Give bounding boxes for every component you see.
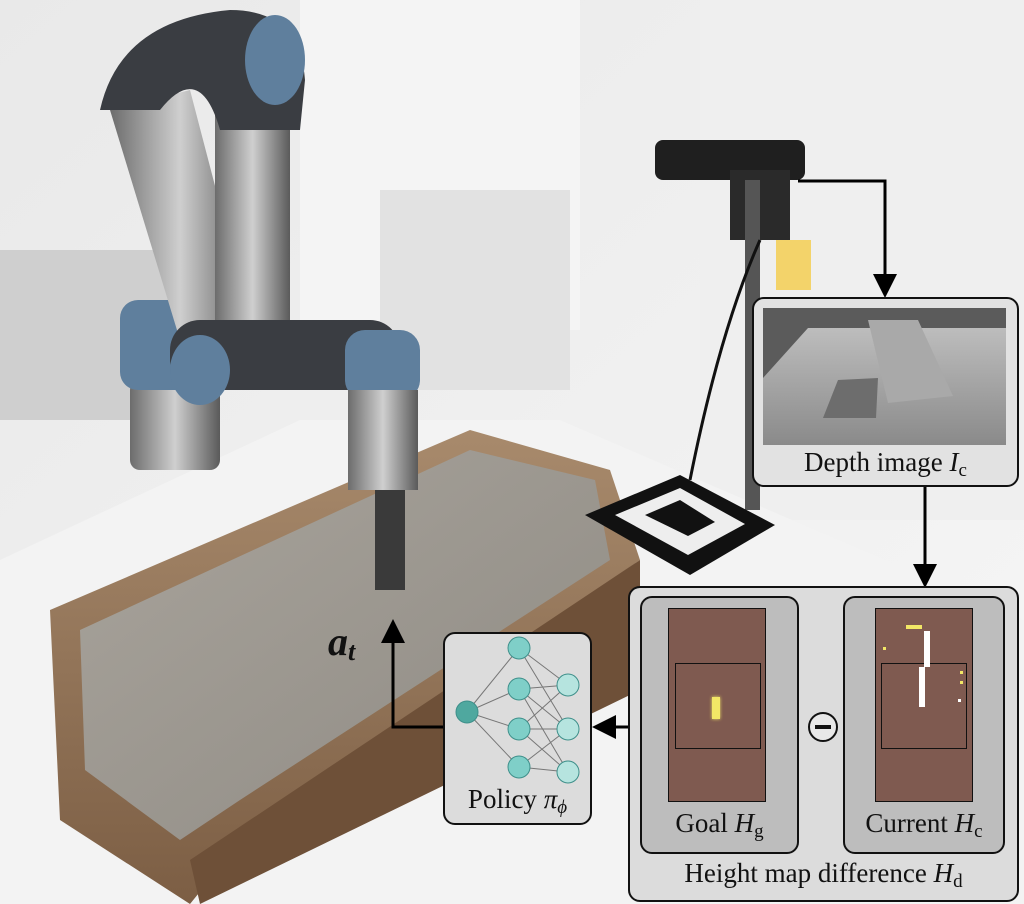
goal-heightmap-panel: Goal Hg xyxy=(640,596,799,854)
height-map-difference-panel: Goal Hg Current Hc Height map difference… xyxy=(628,586,1019,902)
camera-cable xyxy=(688,239,762,481)
current-heightmap-panel: Current Hc xyxy=(843,596,1005,854)
robot-arm xyxy=(100,10,420,590)
goal-heightmap xyxy=(668,608,766,802)
current-heightmap xyxy=(875,608,973,802)
goal-roi-box xyxy=(675,663,761,749)
height-map-difference-label: Height map difference Hd xyxy=(684,858,963,892)
aruco-marker xyxy=(585,475,775,575)
goal-mark xyxy=(712,697,720,719)
depth-image-panel: Depth image Ic xyxy=(752,297,1019,487)
policy-label: Policy πϕ xyxy=(467,784,568,818)
depth-image-label: Depth image Ic xyxy=(804,447,967,481)
sticky-note xyxy=(776,240,811,290)
goal-label: Goal Hg xyxy=(675,808,764,842)
action-label: at xyxy=(328,619,356,666)
policy-panel: Policy πϕ xyxy=(443,632,592,825)
current-trace xyxy=(924,631,930,667)
current-label: Current Hc xyxy=(865,808,983,842)
minus-operator-icon xyxy=(808,712,838,742)
policy-to-action-arrow xyxy=(381,619,443,729)
neural-network-icon xyxy=(455,636,580,784)
camera-to-depth-arrow xyxy=(798,179,897,298)
depth-image xyxy=(763,308,1006,445)
